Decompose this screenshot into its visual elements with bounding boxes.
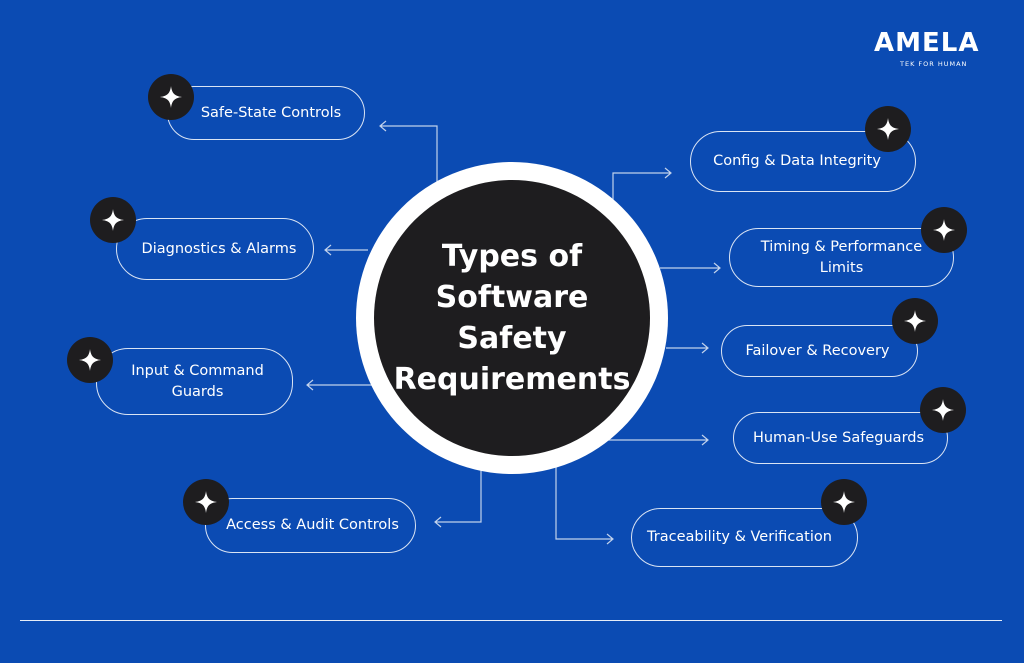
connector-config <box>612 172 670 200</box>
arrow-icon <box>379 120 387 132</box>
sparkle-icon <box>183 479 229 525</box>
arrow-icon <box>434 516 442 528</box>
item-label: Failover & Recovery <box>745 342 890 359</box>
item-config-data-integrity: Config & Data Integrity <box>690 131 916 192</box>
sparkle-icon <box>90 197 136 243</box>
item-failover-recovery: Failover & Recovery <box>721 325 918 377</box>
center-title-line: Software <box>435 280 589 315</box>
arrow-icon <box>701 342 709 354</box>
item-label: Input & Command Guards <box>131 362 264 400</box>
arrow-icon <box>713 262 721 274</box>
item-label: Traceability & Verification <box>647 529 832 545</box>
center-hub: Types of Software Safety Requirements <box>374 180 650 456</box>
connector-safe-state <box>381 125 438 182</box>
item-traceability-verification: Traceability & Verification <box>631 508 858 567</box>
item-label: Human-Use Safeguards <box>752 429 925 446</box>
arrow-icon <box>664 167 672 179</box>
center-title-line: Safety <box>457 321 567 356</box>
footer-divider <box>20 620 1002 621</box>
sparkle-icon <box>892 298 938 344</box>
item-label: Timing & Performance Limits <box>760 238 923 276</box>
item-input-command-guards: Input & Command Guards <box>96 348 293 415</box>
connector-access <box>436 470 482 523</box>
arrow-icon <box>306 379 314 391</box>
item-safe-state-controls: Safe-State Controls <box>167 86 365 140</box>
item-access-audit-controls: Access & Audit Controls <box>205 498 416 553</box>
arrow-icon <box>701 434 709 446</box>
sparkle-icon <box>865 106 911 152</box>
sparkle-icon <box>921 207 967 253</box>
logo-tagline: TEK FOR HUMAN <box>900 60 968 68</box>
sparkle-icon <box>67 337 113 383</box>
sparkle-icon <box>920 387 966 433</box>
center-title-line: Requirements <box>393 362 631 397</box>
connector-traceability <box>555 465 612 540</box>
sparkle-icon <box>821 479 867 525</box>
center-title-line: Types of <box>441 239 583 274</box>
logo-wordmark: AMELA <box>874 28 980 58</box>
arrow-icon <box>606 533 614 545</box>
item-label: Access & Audit Controls <box>226 517 399 533</box>
item-label: Safe-State Controls <box>200 104 342 121</box>
item-label: Diagnostics & Alarms <box>141 240 297 257</box>
sparkle-icon <box>148 74 194 120</box>
item-human-use-safeguards: Human-Use Safeguards <box>733 412 948 464</box>
amela-logo: AMELA TEK FOR HUMAN <box>874 28 998 72</box>
item-timing-performance-limits: Timing & Performance Limits <box>729 228 954 287</box>
item-label: Config & Data Integrity <box>713 153 881 169</box>
arrow-icon <box>324 244 332 256</box>
item-diagnostics-alarms: Diagnostics & Alarms <box>116 218 314 280</box>
